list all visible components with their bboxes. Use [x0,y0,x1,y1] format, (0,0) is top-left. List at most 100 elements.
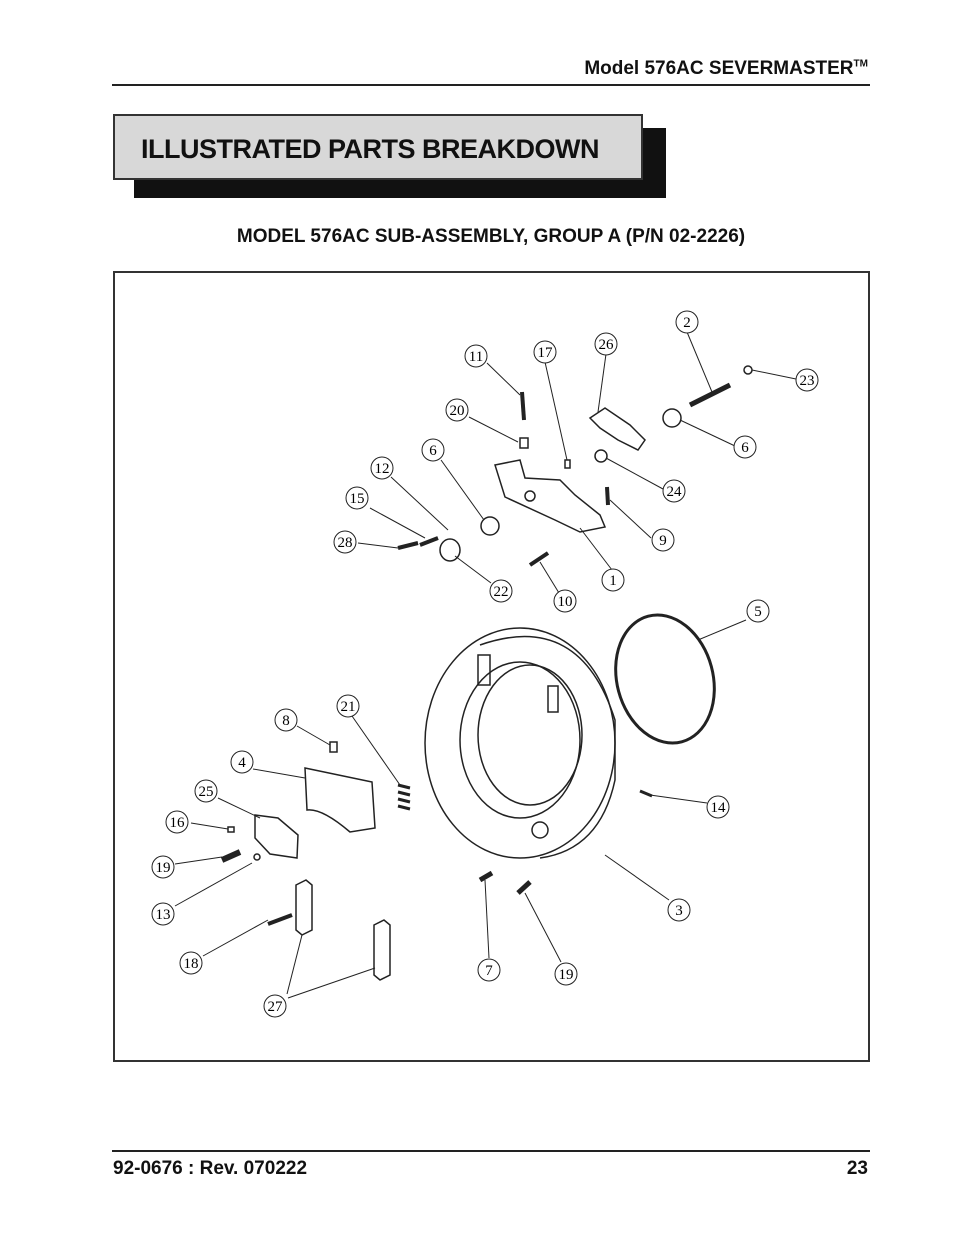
callout-label: 24 [667,484,683,500]
callout-label: 20 [450,403,465,419]
callout-label: 23 [800,373,815,389]
callout-label: 7 [485,963,493,979]
footer-rule [112,1150,870,1152]
bracket-hole [524,490,536,502]
callout-bubble [230,750,254,774]
callout-bubble [733,435,757,459]
callout-bubble [263,994,287,1018]
screw-9 [605,486,610,506]
callout-bubble [151,902,175,926]
callout-bubble [489,579,513,603]
callout-bubble [370,456,394,480]
screw-28 [397,541,419,550]
bracket [494,459,607,533]
pin-7 [478,870,494,883]
leader-lines [174,331,797,999]
ring-slot [547,685,559,713]
diagram-frame [113,271,870,1062]
callout-label: 1 [609,573,617,589]
ring-inner [459,661,581,819]
trademark: TM [853,58,868,70]
callout-bubble [345,486,369,510]
diagram-subtitle: MODEL 576AC SUB-ASSEMBLY, GROUP A (P/N 0… [236,226,746,247]
block-25 [254,814,299,859]
callout-label: 10 [558,594,573,610]
callout-label: 18 [184,956,199,972]
callout-label: 11 [469,349,483,365]
pin-13 [253,853,261,861]
bolt-11 [520,391,526,421]
callout-bubble [421,438,445,462]
callout-label: 6 [741,440,749,456]
bushing-22 [439,538,461,562]
page-header: Model 576AC SEVERMASTERTM [584,58,868,80]
callout-label: 21 [341,699,356,715]
callout-bubble [151,855,175,879]
callout-label: 16 [170,815,186,831]
callout-label: 9 [659,533,667,549]
callout-bubble [274,708,298,732]
o-ring [614,613,716,745]
callout-bubble [601,568,625,592]
callout-bubble [533,340,557,364]
callout-bubble [194,779,218,803]
callout-bubble [464,344,488,368]
callout-label: 15 [350,491,365,507]
callout-label: 13 [156,907,171,923]
callout-bubble [662,479,686,503]
screw-19b [220,849,242,863]
model-title: Model 576AC SEVERMASTER [584,58,854,79]
latch [588,407,646,451]
document-number: 92-0676 : Rev. 070222 [113,1158,308,1179]
callout-label: 19 [156,860,171,876]
callout-label: 6 [429,443,437,459]
callout-bubble [445,398,469,422]
callout-bubble [651,528,675,552]
callout-label: 3 [675,903,683,919]
screw-15 [419,536,439,547]
spring-21 [397,783,411,811]
bushing-6b [662,408,682,428]
ring-slot [477,654,491,686]
callout-label: 17 [538,345,554,361]
callout-label: 22 [494,584,509,600]
callout-bubble [333,530,357,554]
callout-label: 12 [375,461,390,477]
bushing-6 [480,516,500,536]
pin-2 [688,382,732,408]
clip-27a [295,879,313,936]
callout-label: 2 [683,315,691,331]
callout-bubble [675,310,699,334]
clip-27b [373,919,391,981]
section-title: ILLUSTRATED PARTS BREAKDOWN [141,134,599,164]
callout-bubble [554,962,578,986]
section-banner: ILLUSTRATED PARTS BREAKDOWN [113,114,643,180]
callout-label: 14 [711,800,727,816]
callout-label: 5 [754,604,762,620]
pin-16 [227,826,235,833]
callout-label: 26 [599,337,615,353]
callout-bubble [667,898,691,922]
pin-17 [564,459,571,469]
part-drawings [220,365,753,981]
nut-20 [519,437,529,449]
key-8 [329,741,338,753]
ring-edge [479,635,616,859]
callout-label: 8 [282,713,290,729]
page-number: 23 [846,1158,868,1179]
screw-18 [267,913,293,926]
callout-label: 19 [559,967,574,983]
ring-hole [531,821,549,839]
callout-label: 27 [268,999,284,1015]
callout-bubble [795,368,819,392]
callout-bubble [746,599,770,623]
bushing-24 [594,449,608,463]
callout-bubble [179,951,203,975]
callout-bubble [165,810,189,834]
header-rule [112,84,870,86]
screw-19 [516,880,532,895]
ring-bore [477,664,583,806]
callout-label: 4 [238,755,246,771]
